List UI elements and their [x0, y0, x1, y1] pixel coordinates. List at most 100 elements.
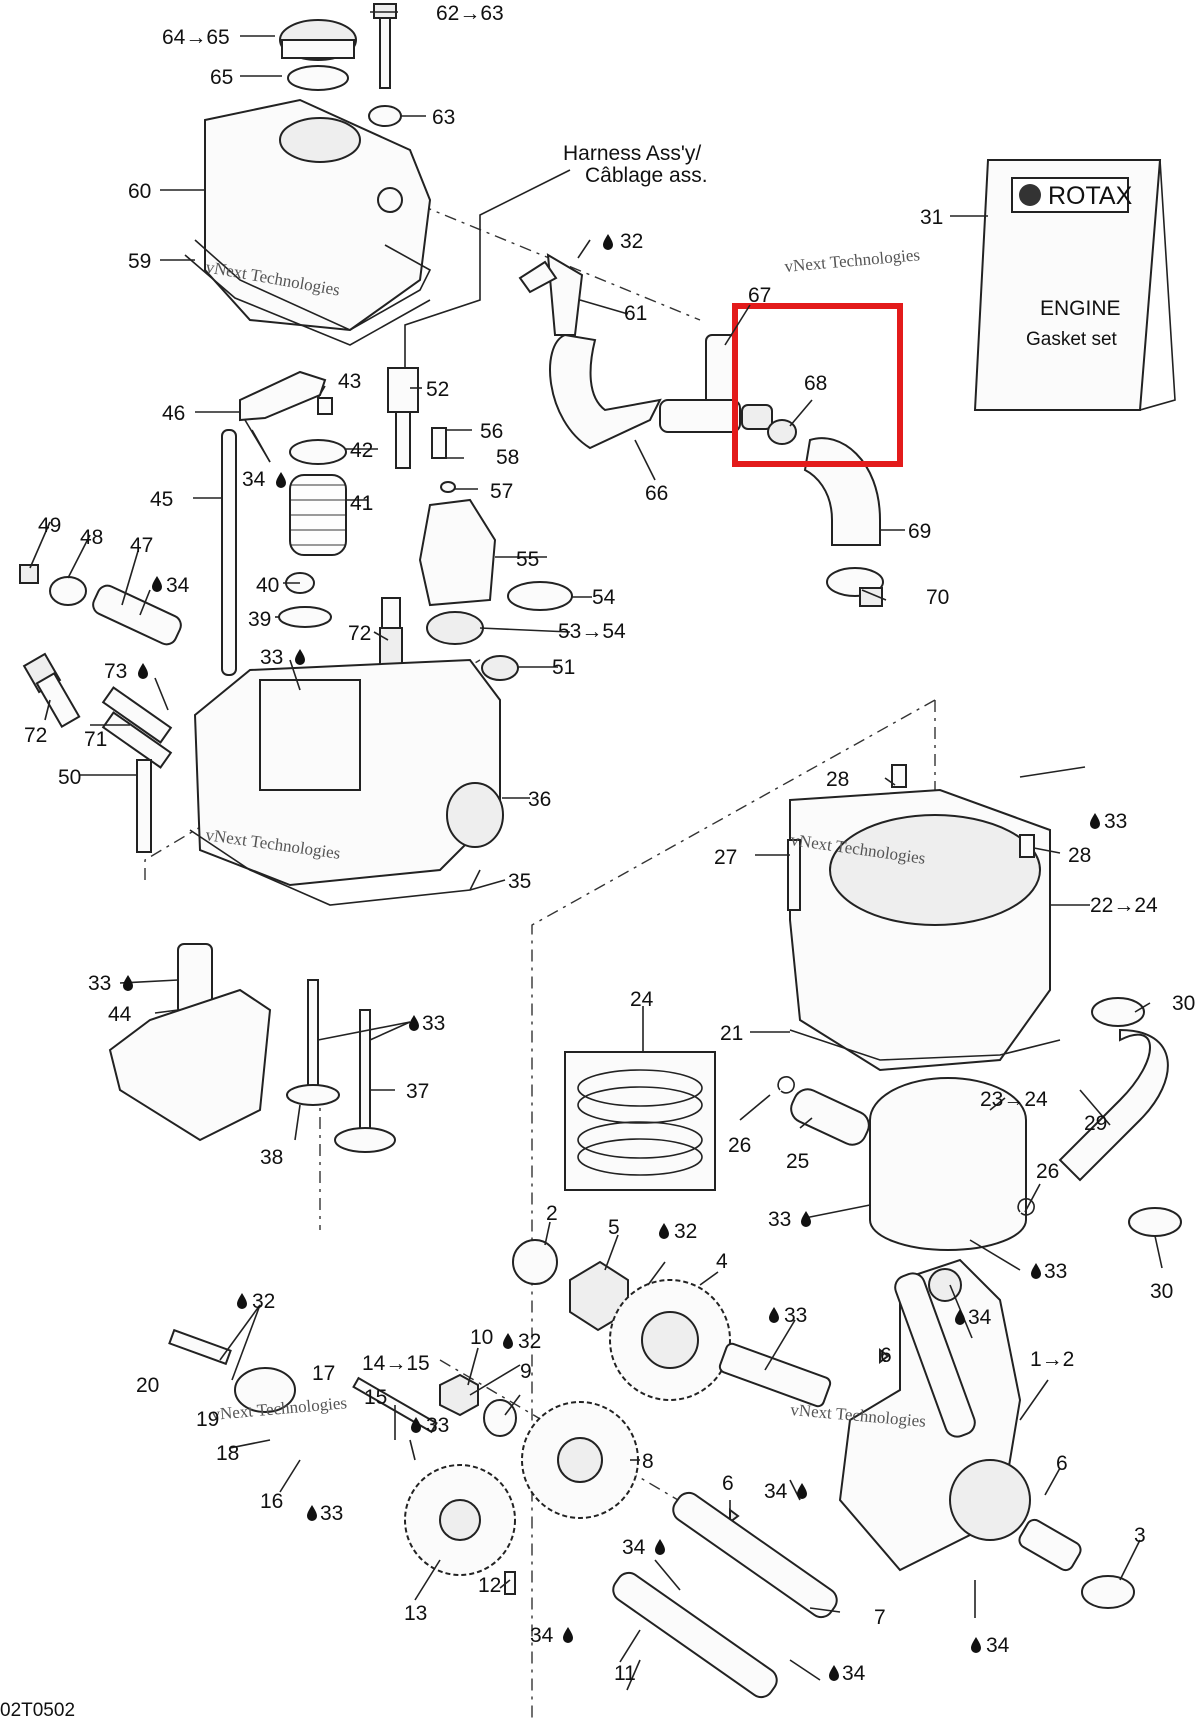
gear-13 — [404, 1464, 516, 1576]
callout-12: 12 — [478, 1574, 501, 1597]
cylinder-bore — [829, 814, 1041, 926]
ring-box-24 — [564, 1051, 716, 1191]
callout-36: 36 — [528, 788, 551, 811]
callout-13: 13 — [404, 1602, 427, 1625]
callout-33-f: 33 — [1044, 1260, 1067, 1283]
crank-end-3 — [1018, 1518, 1082, 1572]
bushing-2 — [512, 1239, 558, 1285]
callout-40: 40 — [256, 574, 279, 597]
harness-label-fr: Câblage ass. — [585, 164, 708, 187]
valve-cover — [204, 98, 432, 332]
callout-6-a: 6 — [880, 1344, 892, 1367]
bolt-27 — [787, 839, 801, 911]
callout-72-a: 72 — [348, 622, 371, 645]
washer-57 — [440, 481, 456, 493]
callout-23-24: 23→24 — [980, 1088, 1048, 1111]
callout-55: 55 — [516, 548, 539, 571]
callout-11: 11 — [614, 1662, 636, 1685]
callout-61: 61 — [624, 302, 647, 325]
callout-66: 66 — [645, 482, 668, 505]
bolt-49 — [19, 564, 39, 584]
bolt-20 — [168, 1328, 232, 1366]
callout-4: 4 — [716, 1250, 728, 1273]
callout-22-24: 22→24 — [1090, 894, 1158, 917]
washer-39 — [278, 606, 332, 628]
cover-bolt — [368, 3, 402, 127]
callout-18: 18 — [216, 1442, 239, 1465]
clip-43 — [317, 397, 333, 415]
manual-subtitle: Gasket set — [1026, 329, 1118, 350]
callout-21: 21 — [720, 1022, 743, 1045]
watermark-2: vNext Technologies — [784, 245, 921, 276]
nut-51 — [481, 655, 519, 681]
hose-29 — [1058, 1028, 1169, 1182]
callout-70: 70 — [926, 586, 949, 609]
callout-6-c: 6 — [1056, 1452, 1068, 1475]
callout-58: 58 — [496, 446, 519, 469]
callout-33-a: 33 — [260, 646, 283, 669]
rocker-shaft-47 — [92, 584, 182, 646]
callout-33-h: 33 — [426, 1414, 449, 1437]
callout-34-g: 34 — [530, 1624, 554, 1647]
callout-33-b: 33 — [1104, 810, 1127, 833]
callout-48: 48 — [80, 526, 103, 549]
callout-51: 51 — [552, 656, 575, 679]
callout-35: 35 — [508, 870, 531, 893]
gasket-set-manual: ROTAX ENGINE Gasket set — [973, 159, 1176, 411]
callout-2: 2 — [546, 1202, 558, 1225]
callout-29: 29 — [1084, 1112, 1107, 1135]
callout-53-54: 53→54 — [558, 620, 626, 643]
callout-57: 57 — [490, 480, 513, 503]
valve-spring-41 — [289, 439, 347, 556]
callout-32-a: 32 — [620, 230, 643, 253]
callout-5: 5 — [608, 1216, 620, 1239]
manual-brand: ROTAX — [1048, 182, 1133, 210]
callout-26-a: 26 — [728, 1134, 751, 1157]
clamp-30b — [1128, 1207, 1182, 1237]
callout-25: 25 — [786, 1150, 809, 1173]
seal-3 — [1081, 1575, 1135, 1609]
callout-69: 69 — [908, 520, 931, 543]
valve-cover-gasket — [184, 239, 432, 346]
callout-31: 31 — [920, 206, 943, 229]
spark-plug-72b — [22, 652, 81, 729]
callout-60: 60 — [128, 180, 151, 203]
callout-33-g: 33 — [784, 1304, 807, 1327]
callout-72-b: 72 — [24, 724, 47, 747]
valve-38 — [286, 979, 340, 1106]
callout-33-e: 33 — [768, 1208, 791, 1231]
callout-32-c: 32 — [252, 1290, 275, 1313]
callout-67: 67 — [748, 284, 771, 307]
callout-44: 44 — [108, 1003, 132, 1026]
callout-64-65: 64→65 — [162, 26, 230, 49]
plate-19 — [234, 1367, 296, 1413]
gear-8 — [521, 1401, 639, 1519]
callout-63: 63 — [432, 106, 455, 129]
hose-dashed-line — [419, 204, 701, 321]
callout-32-d: 32 — [518, 1330, 541, 1353]
callout-9: 9 — [520, 1360, 532, 1383]
callouts: 64→65 62→63 65 63 60 59 32 61 67 68 31 4… — [24, 2, 1195, 1685]
studs-71 — [101, 686, 173, 769]
clamp-30a — [1091, 997, 1145, 1027]
callout-41: 41 — [350, 492, 373, 515]
hose-69 — [803, 437, 881, 546]
bolt-50 — [136, 759, 152, 853]
clamp-70 — [826, 567, 884, 607]
manual-title: ENGINE — [1040, 297, 1121, 320]
callout-30-b: 30 — [1150, 1280, 1173, 1303]
callout-20: 20 — [136, 1374, 159, 1397]
callout-34-h: 34 — [842, 1662, 866, 1685]
callout-8: 8 — [642, 1450, 654, 1473]
callout-50: 50 — [58, 766, 81, 789]
callout-28-a: 28 — [826, 768, 849, 791]
callout-34-e: 34 — [622, 1536, 646, 1559]
callout-34-b: 34 — [166, 574, 190, 597]
callout-68: 68 — [804, 372, 827, 395]
exhaust-port — [446, 782, 504, 848]
push-rod-45 — [221, 429, 237, 676]
base-gasket-21 — [789, 1029, 1061, 1061]
nut-10 — [439, 1373, 479, 1417]
coolant-sensor-52 — [387, 367, 419, 469]
dowel-28a — [891, 764, 907, 788]
